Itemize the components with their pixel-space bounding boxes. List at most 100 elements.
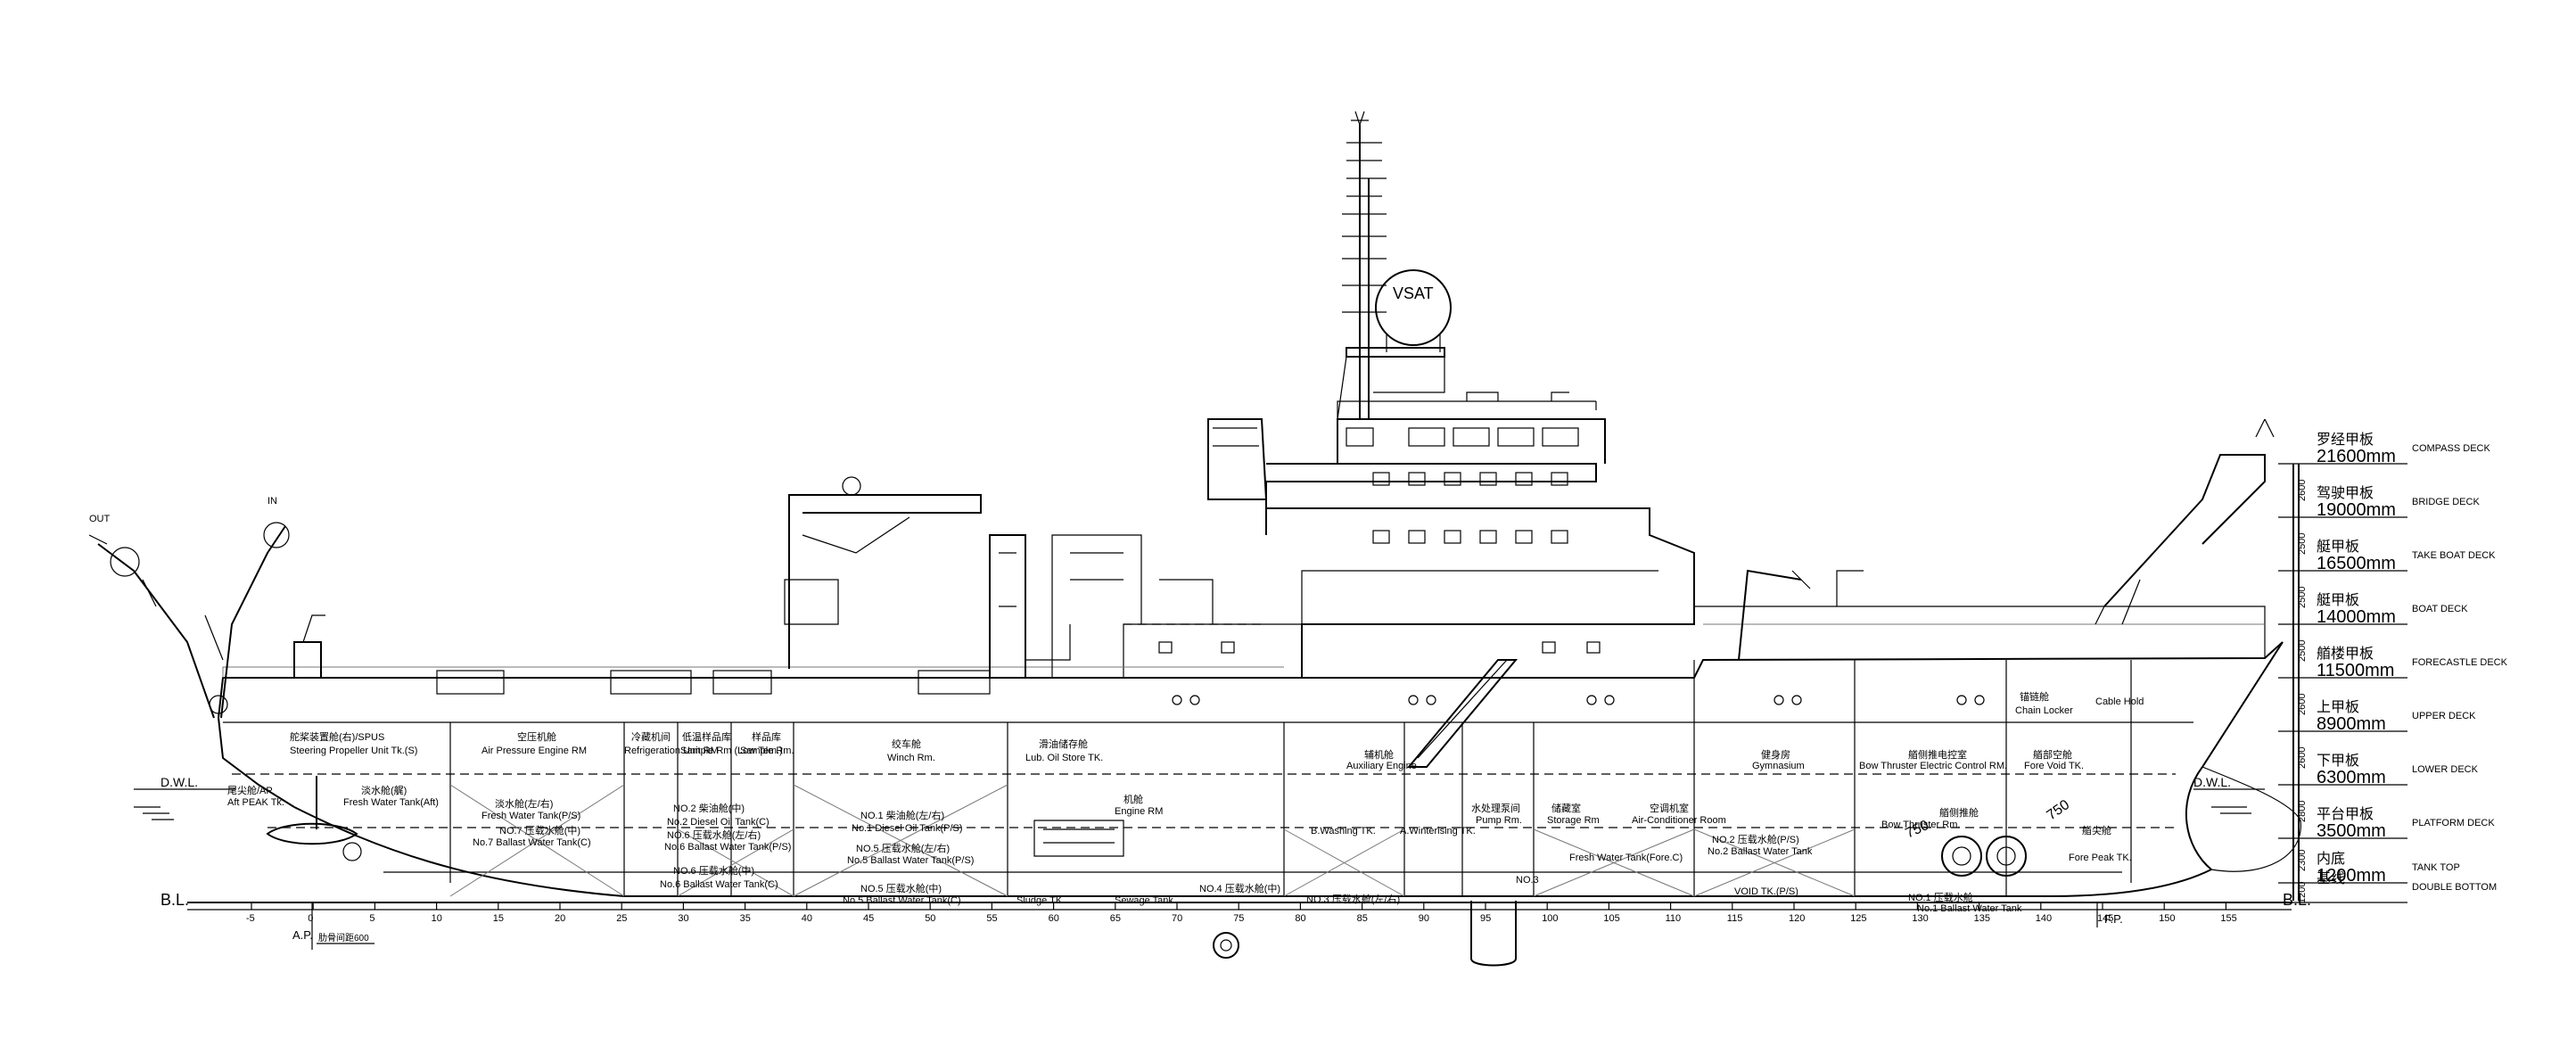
- lbl-spus: 舵桨装置舱(右)/SPUS: [290, 730, 384, 743]
- lbl-sew: Sewage Tank: [1115, 895, 1173, 906]
- lbl-samp-en: Sample Rm (Low Tem.): [680, 746, 783, 756]
- frame-tick-label: 95: [1480, 913, 1491, 924]
- lbl-fvoid-cn: 艏部空舱: [2033, 748, 2072, 761]
- lbl-no2d-en: No.2 Diesel Oil Tank(C): [667, 817, 770, 828]
- frame-tick-label: 90: [1419, 913, 1429, 924]
- lbl-aftpk: 尾尖舱/AP: [227, 784, 273, 796]
- frame-tick-label: 120: [1789, 913, 1805, 924]
- lbl-no5c-en: No.5 Ballast Water Tank(C): [843, 895, 961, 906]
- frame-tick-label: 65: [1110, 913, 1121, 924]
- propellers-and-thrusters: [266, 776, 2027, 967]
- lbl-no1d-en: No.1 Diesel Oil Tank(P/S): [852, 823, 963, 834]
- dwl-aft-label: D.W.L.: [160, 775, 198, 789]
- bridge-windows: [1158, 427, 1601, 654]
- bl-aft-label: B.L.: [160, 891, 189, 909]
- lbl-no3mark: NO.3: [1516, 875, 1539, 886]
- stern-a-frame: OUT IN: [88, 496, 290, 719]
- lbl-fw2-cn: 淡水舱(左/右): [495, 797, 553, 810]
- deck-name-en: UPPER DECK: [2412, 711, 2476, 721]
- deck-name-cn: 上甲板: [2317, 699, 2359, 715]
- frame-tick-label: 140: [2036, 913, 2052, 924]
- machinery-deck-equipment: [1025, 534, 1214, 678]
- lbl-fwfc: Fresh Water Tank(Fore.C): [1569, 853, 1683, 863]
- accommodation-ladder: [1406, 659, 1518, 768]
- frame-tick-label: 15: [493, 913, 504, 924]
- lbl-cable: Cable Hold: [2095, 696, 2144, 707]
- deck-gap: 2500: [2297, 587, 2308, 608]
- lbl-pump-cn: 水处理泵间: [1471, 803, 1520, 814]
- lbl-wash: B.Washing TK.: [1311, 826, 1376, 836]
- lbl-fw-en: Fresh Water Tank(Aft): [343, 797, 439, 808]
- lbl-anchor: 锚链舱: [2020, 690, 2049, 703]
- deck-gap: 2600: [2297, 694, 2308, 715]
- lbl-no2ps-en: No.2 Ballast Water Tank: [1708, 846, 1813, 857]
- lbl-chain: Chain Locker: [2015, 705, 2073, 716]
- waterline-hatching: [134, 788, 2265, 820]
- deck-name-cn: 内底: [2317, 851, 2345, 867]
- lbl-air-cn: 空压机舱: [517, 730, 556, 743]
- lbl-btr-cn: 艏侧推舱: [1939, 806, 1979, 819]
- lbl-fvoid-en: Fore Void TK.: [2024, 761, 2084, 771]
- deck-height: 3500mm: [2317, 821, 2386, 841]
- deck-name-en: LOWER DECK: [2412, 764, 2479, 775]
- deck-name-cn: 下甲板: [2317, 753, 2359, 769]
- frame-tick-label: 35: [740, 913, 751, 924]
- lbl-spus-en: Steering Propeller Unit Tk.(S): [290, 746, 417, 756]
- lbl-no3: NO.3 压载水舱(左/右): [1306, 893, 1400, 905]
- frame-tick-label: 135: [1974, 913, 1990, 924]
- deck-name-cn: 艇甲板: [2317, 539, 2359, 555]
- lbl-winch-en: Winch Rm.: [887, 753, 935, 763]
- lbl-btr-en: Bow Thruster Rm.: [1881, 820, 1960, 830]
- lbl-lub-cn: 滑油储存舱: [1039, 738, 1088, 750]
- deck-name-cn: 罗经甲板: [2317, 432, 2374, 448]
- lbl-no7: NO.7 压载水舱(中): [499, 824, 580, 836]
- lbl-no2d: NO.2 柴油舱(中): [673, 802, 745, 814]
- lbl-no4: NO.4 压载水舱(中): [1199, 882, 1280, 894]
- lbl-sludge: Sludge TK.: [1016, 895, 1065, 906]
- lbl-fpk-cn: 艏尖舱: [2082, 824, 2111, 836]
- deck-gap: 2300: [2297, 850, 2308, 871]
- lbl-aux-cn: 辅机舱: [1364, 748, 1394, 761]
- lbl-aftpk-en: Aft PEAK Tk.: [227, 797, 284, 808]
- lbl-gym-cn: 健身房: [1761, 748, 1790, 761]
- deck-name-en: BOAT DECK: [2412, 604, 2468, 614]
- frame-tick-label: 145: [2097, 913, 2113, 924]
- superstructure: [222, 400, 2266, 695]
- frame-tick-label: 110: [1666, 913, 1682, 924]
- bow-crane: [2095, 418, 2275, 625]
- frame-tick-label: 55: [986, 913, 997, 924]
- deck-name-en: TANK TOP: [2412, 862, 2460, 873]
- frame-tick-label: 115: [1727, 913, 1743, 924]
- lbl-sam2-cn: 样品库: [752, 730, 781, 743]
- lbl-no6c-en: No.6 Ballast Water Tank(C): [660, 879, 778, 890]
- frame-tick-label: 40: [802, 913, 812, 924]
- deck-name-en: TAKE BOAT DECK: [2412, 550, 2496, 561]
- lbl-gym-en: Gymnasium: [1752, 761, 1805, 771]
- frame-tick-label: 85: [1357, 913, 1368, 924]
- deck-height: 21600mm: [2317, 447, 2396, 466]
- frame-tick-label: 70: [1172, 913, 1182, 924]
- deck-name-cn: 艇甲板: [2317, 592, 2359, 608]
- portholes: [1172, 695, 1985, 705]
- deck-name-en: COMPASS DECK: [2412, 443, 2490, 454]
- frame-tick-label: 100: [1542, 913, 1558, 924]
- deck-gap: 2800: [2297, 801, 2308, 822]
- lbl-no1-en: No.1 Ballast Water Tank: [1917, 903, 2022, 914]
- dwl-fore-label: D.W.L.: [2193, 775, 2231, 789]
- frame-tick-label: -5: [246, 913, 255, 924]
- deck-name-en: FORECASTLE DECK: [2412, 657, 2508, 668]
- out-label: OUT: [89, 514, 111, 524]
- compartment-labels: 舵桨装置舱(右)/SPUS Steering Propeller Unit Tk…: [227, 690, 2144, 914]
- frame-tick-label: 60: [1049, 913, 1059, 924]
- lbl-no1: NO.1 压载水舱: [1908, 891, 1973, 903]
- deck-name-en: DOUBLE BOTTOM: [2412, 882, 2497, 893]
- lbl-no1d: NO.1 柴油舱(左/右): [860, 809, 944, 821]
- lbl-eng-cn: 机舱: [1123, 793, 1143, 805]
- side-crane: [293, 614, 325, 678]
- frame-tick-label: 25: [616, 913, 627, 924]
- lbl-pump-en: Pump Rm.: [1476, 815, 1522, 826]
- lbl-ac-en: Air-Conditioner Room: [1632, 815, 1726, 826]
- lbl-winch-cn: 绞车舱: [892, 738, 921, 750]
- lbl-no5-en: No.5 Ballast Water Tank(P/S): [847, 855, 974, 866]
